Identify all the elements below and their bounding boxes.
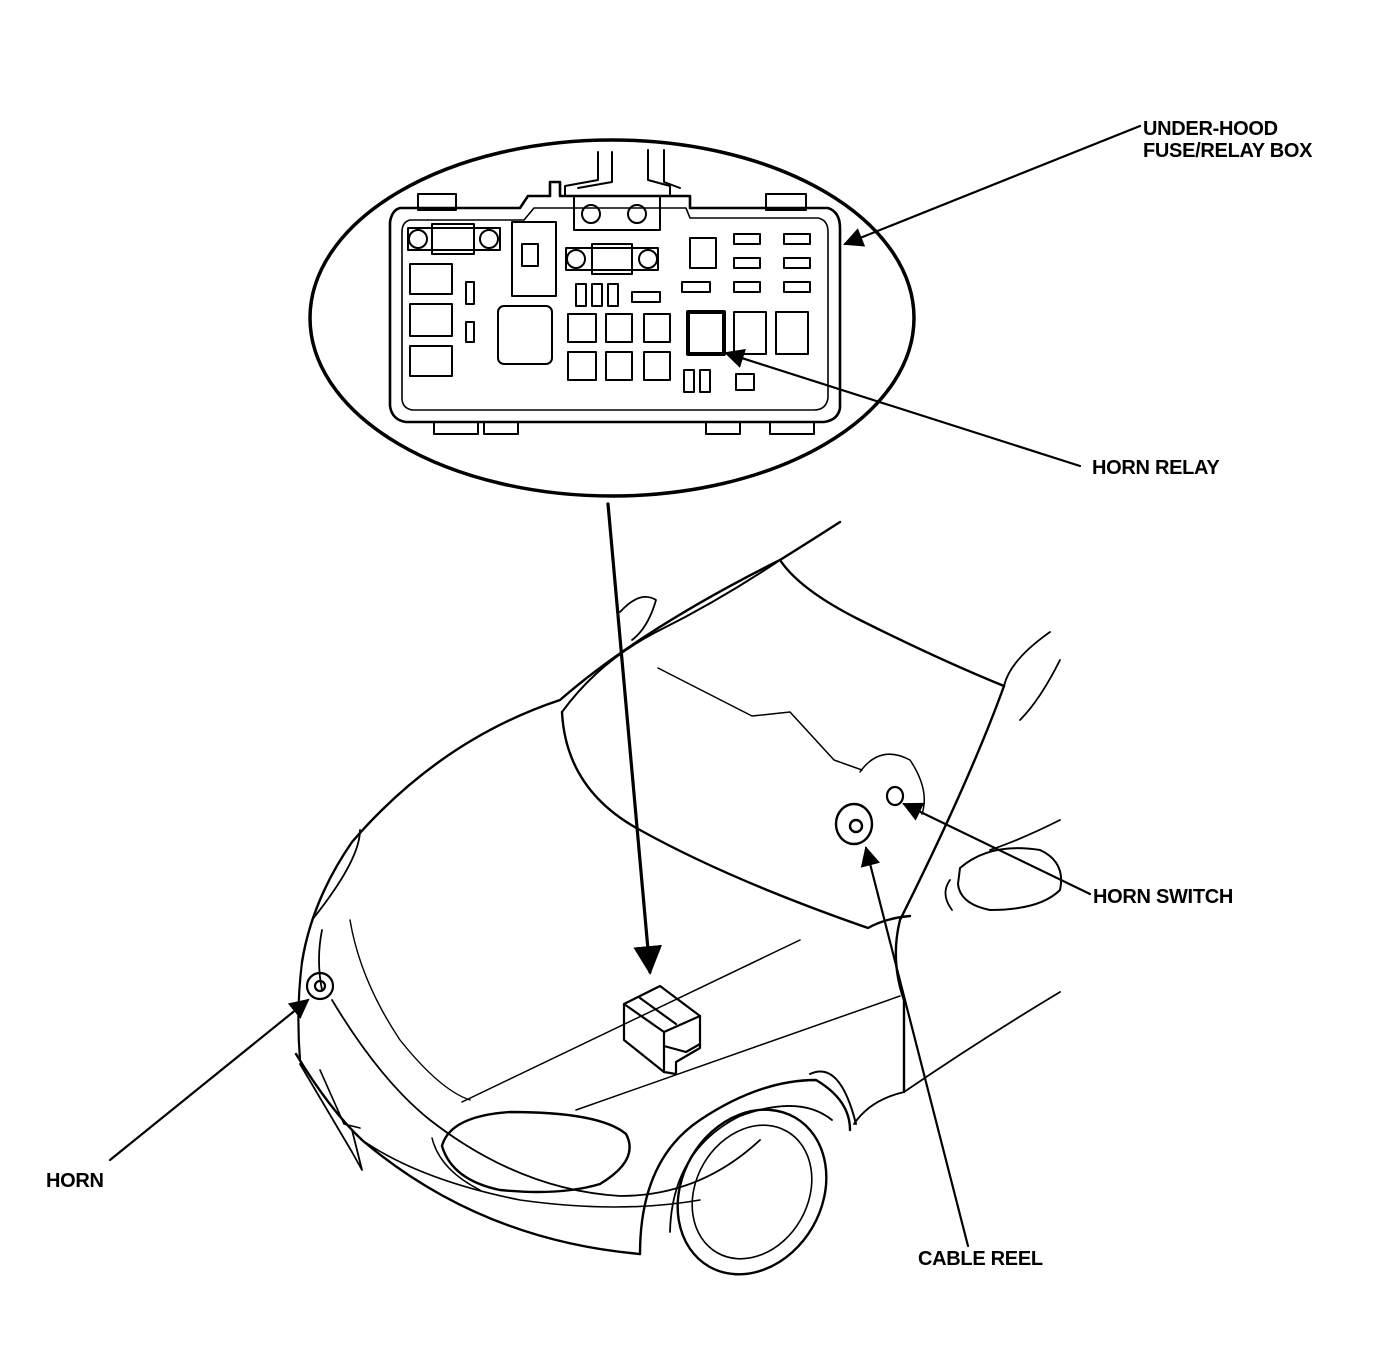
fuse-box-leader-arrow xyxy=(843,124,1142,247)
horn-switch-label: HORN SWITCH xyxy=(1093,886,1234,908)
horn-switch-part xyxy=(885,785,905,807)
detail-bubble xyxy=(308,138,916,498)
horn-label: HORN xyxy=(46,1170,104,1192)
horn-switch-leader-arrow xyxy=(902,802,1092,896)
horn-relay-label: HORN RELAY xyxy=(1092,457,1220,479)
fuse-box-label-line2: FUSE/RELAY BOX xyxy=(1143,140,1313,162)
cable-reel-label: CABLE REEL xyxy=(918,1248,1043,1270)
horn-leader-arrow xyxy=(108,998,310,1162)
cable-reel-leader-arrow xyxy=(860,846,970,1248)
detail-to-car-arrow xyxy=(606,502,663,975)
horn-part xyxy=(305,971,335,1001)
fuse-box-label-line1: UNDER-HOOD xyxy=(1143,118,1278,140)
leader-arrows xyxy=(108,124,1142,1248)
horn-relay-leader-arrow xyxy=(724,348,1082,468)
car-body xyxy=(294,520,1062,1276)
cable-reel-part xyxy=(834,802,874,846)
fuse-relay-box xyxy=(388,149,842,435)
fuse-box-label: UNDER-HOOD FUSE/RELAY BOX xyxy=(1143,118,1312,162)
fuse-box-on-car xyxy=(622,984,702,1076)
